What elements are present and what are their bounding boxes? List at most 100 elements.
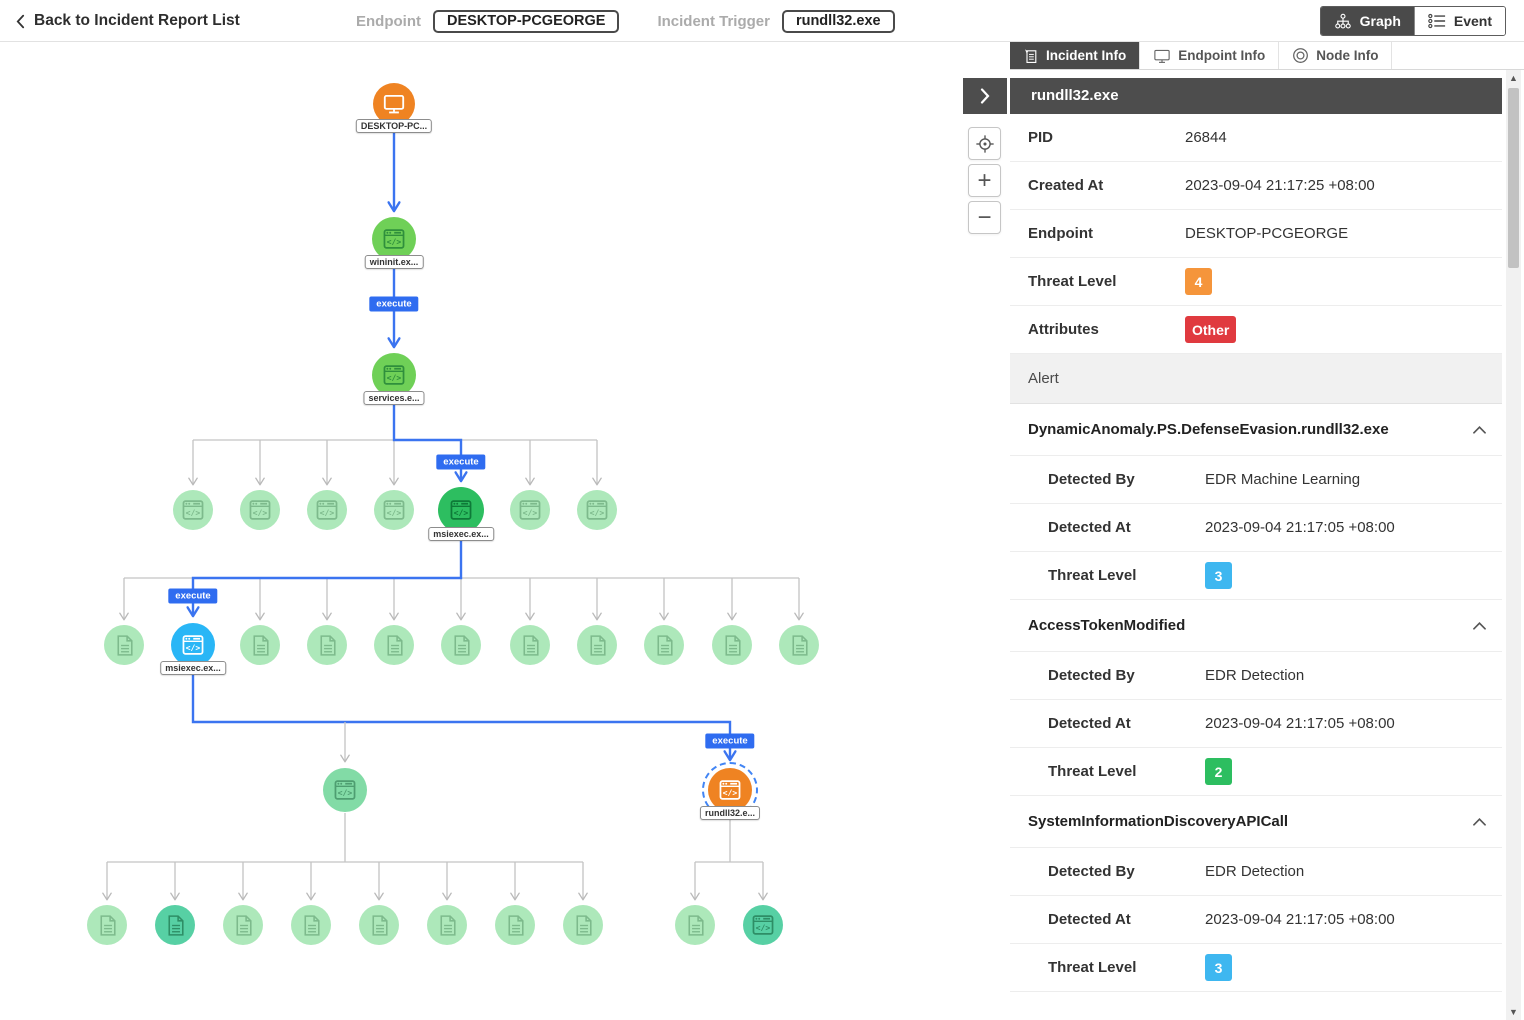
chevron-right-icon: [980, 88, 990, 104]
process-graph-canvas[interactable]: DESKTOP-PC...</>wininit.ex...</>services…: [0, 0, 1010, 1020]
process-node[interactable]: </>: [372, 217, 416, 261]
endpoint-chip[interactable]: DESKTOP-PCGEORGE: [432, 9, 620, 33]
edge-label-execute: execute: [705, 733, 755, 749]
alert-title: SystemInformationDiscoveryAPICall: [1028, 812, 1289, 830]
tab-endpoint-info[interactable]: Endpoint Info: [1140, 42, 1280, 69]
svg-text:</>: </>: [186, 507, 201, 517]
node-label: msiexec.ex...: [160, 661, 226, 675]
alert-item-toggle[interactable]: SystemInformationDiscoveryAPICall: [1010, 796, 1502, 848]
alert-title: AccessTokenModified: [1028, 616, 1186, 634]
incident-trigger-label: Incident Trigger: [657, 12, 770, 30]
endpoint-node[interactable]: [373, 83, 415, 125]
file-node[interactable]: [427, 905, 467, 945]
detail-label: Detected At: [1048, 911, 1131, 928]
process-node[interactable]: </>: [374, 490, 414, 530]
file-node[interactable]: [223, 905, 263, 945]
back-to-incident-list-link[interactable]: Back to Incident Report List: [16, 0, 240, 42]
file-node[interactable]: [495, 905, 535, 945]
tab-label: Incident Info: [1046, 48, 1127, 63]
chevron-up-icon[interactable]: [1473, 617, 1486, 635]
detail-label: Detected By: [1048, 667, 1135, 684]
file-node[interactable]: [155, 905, 195, 945]
tab-incident-info[interactable]: Incident Info: [1010, 42, 1141, 69]
process-node[interactable]: </>: [323, 768, 367, 812]
detail-label: Threat Level: [1048, 959, 1137, 976]
file-node[interactable]: [644, 625, 684, 665]
zoom-in-button[interactable]: +: [968, 164, 1001, 197]
threat-level-badge: 4: [1185, 268, 1212, 295]
crosshair-icon: [975, 134, 994, 153]
file-node[interactable]: [374, 625, 414, 665]
file-node[interactable]: [441, 625, 481, 665]
svg-text:</>: </>: [387, 236, 402, 246]
alert-item-toggle[interactable]: DynamicAnomaly.PS.DefenseEvasion.rundll3…: [1010, 404, 1502, 456]
detail-value: 26844: [1185, 129, 1227, 146]
file-node[interactable]: [87, 905, 127, 945]
detail-label: Created At: [1028, 177, 1104, 194]
scrollbar-thumb[interactable]: [1508, 88, 1519, 268]
detail-value: DESKTOP-PCGEORGE: [1185, 225, 1349, 242]
node-label: rundll32.e...: [699, 806, 761, 820]
scroll-down-arrow[interactable]: ▼: [1506, 1004, 1521, 1020]
chevron-up-icon[interactable]: [1473, 421, 1486, 439]
file-node[interactable]: [577, 625, 617, 665]
panel-scrollbar[interactable]: ▲ ▼: [1506, 70, 1521, 1020]
svg-text:</>: </>: [253, 507, 268, 517]
threat-level-badge: 3: [1205, 562, 1232, 589]
event-list-icon: [1428, 13, 1445, 29]
detail-value: 2023-09-04 21:17:05 +08:00: [1205, 911, 1395, 928]
process-node[interactable]: </>: [173, 490, 213, 530]
file-node[interactable]: [779, 625, 819, 665]
detail-label: Threat Level: [1048, 763, 1137, 780]
process-node[interactable]: </>: [240, 490, 280, 530]
event-button-label: Event: [1453, 13, 1492, 29]
process-node[interactable]: </>: [307, 490, 347, 530]
file-node[interactable]: [291, 905, 331, 945]
scroll-up-arrow[interactable]: ▲: [1506, 70, 1521, 86]
detail-label: Detected At: [1048, 715, 1131, 732]
topbar: Back to Incident Report List Endpoint DE…: [0, 0, 1524, 42]
incident-note-icon: [1025, 48, 1037, 63]
process-node[interactable]: </>: [438, 487, 484, 533]
file-node[interactable]: [307, 625, 347, 665]
zoom-out-button[interactable]: −: [968, 201, 1001, 234]
process-node[interactable]: </>: [171, 623, 215, 667]
process-node[interactable]: </>: [510, 490, 550, 530]
file-node[interactable]: [510, 625, 550, 665]
detail-value: 2023-09-04 21:17:05 +08:00: [1205, 715, 1395, 732]
chevron-left-icon: [16, 14, 25, 28]
collapse-panel-button[interactable]: [963, 78, 1007, 114]
center-graph-button[interactable]: [968, 127, 1001, 160]
alert-item-toggle[interactable]: AccessTokenModified: [1010, 600, 1502, 652]
process-node[interactable]: </>: [577, 490, 617, 530]
svg-text:</>: </>: [454, 507, 469, 517]
incident-trigger-chip[interactable]: rundll32.exe: [781, 9, 895, 33]
chevron-up-icon[interactable]: [1473, 813, 1486, 831]
tab-label: Endpoint Info: [1178, 48, 1266, 63]
file-node[interactable]: [712, 625, 752, 665]
tab-node-info[interactable]: Node Info: [1279, 42, 1393, 69]
detail-value: 2: [1205, 758, 1232, 785]
file-node[interactable]: [563, 905, 603, 945]
endpoint-monitor-icon: [1154, 49, 1170, 63]
svg-text:</>: </>: [387, 507, 402, 517]
edge-label-execute: execute: [369, 296, 419, 312]
file-node[interactable]: [104, 625, 144, 665]
file-node[interactable]: [359, 905, 399, 945]
event-view-button[interactable]: Event: [1413, 7, 1505, 35]
file-node[interactable]: [675, 905, 715, 945]
minus-icon: −: [977, 203, 992, 231]
graph-view-button[interactable]: Graph: [1320, 7, 1414, 35]
incident-meta: Endpoint DESKTOP-PCGEORGE Incident Trigg…: [356, 0, 895, 42]
detail-value: 2023-09-04 21:17:05 +08:00: [1205, 519, 1395, 536]
process-node[interactable]: </>: [372, 353, 416, 397]
process-node[interactable]: </>: [743, 905, 783, 945]
file-node[interactable]: [240, 625, 280, 665]
tab-label: Node Info: [1316, 48, 1379, 63]
node-label: wininit.ex...: [364, 255, 424, 269]
